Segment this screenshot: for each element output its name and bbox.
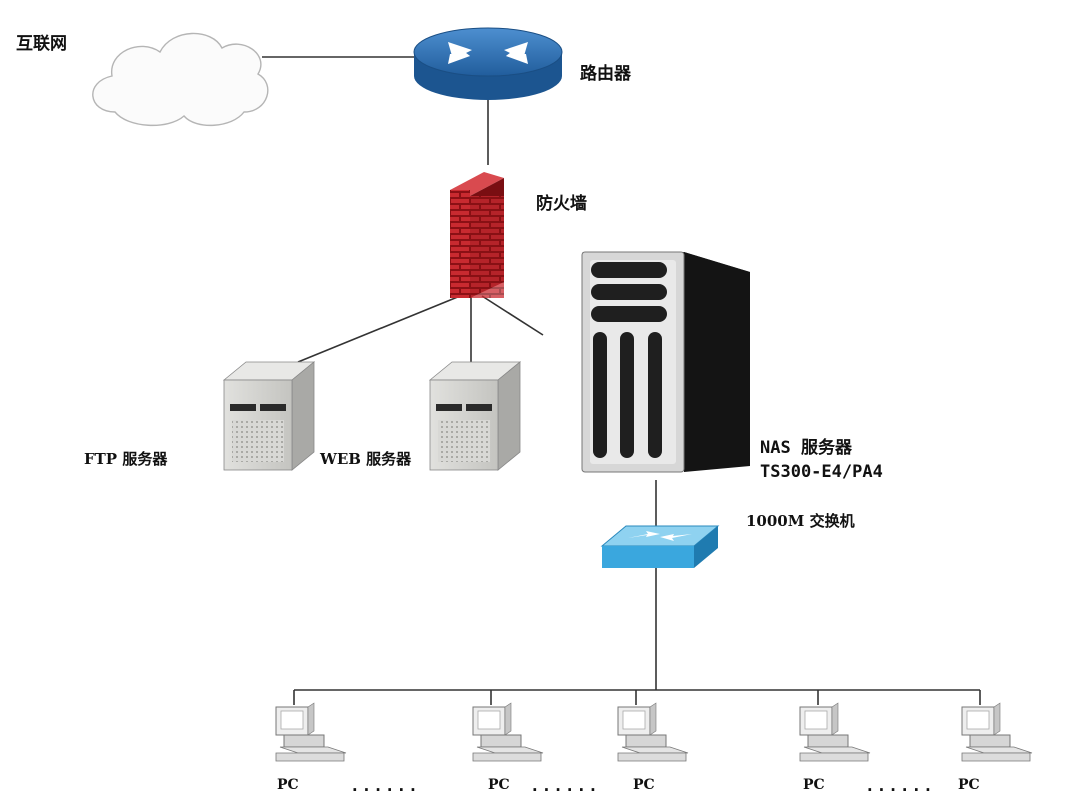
pc-icon [799, 702, 871, 762]
server-icon [428, 361, 522, 471]
ftp-server-label: FTP 服务器 [84, 450, 168, 468]
pc-icon [617, 702, 689, 762]
pc-label-5: PC [958, 777, 980, 793]
pc-icon [472, 702, 544, 762]
switch-icon [600, 525, 720, 568]
nas-model-label: TS300-E4/PA4 [760, 462, 883, 482]
link-firewall-ftp [297, 293, 466, 363]
firewall-label: 防火墙 [536, 194, 587, 214]
firewall-icon [450, 172, 504, 298]
ellipsis-1: ...... [350, 776, 420, 795]
router-icon [413, 27, 563, 100]
ellipsis-2: ...... [530, 776, 600, 795]
nas-tower-icon [581, 251, 750, 473]
router-label: 路由器 [580, 64, 631, 84]
connection-lines [262, 56, 981, 705]
server-icon [222, 361, 316, 471]
pc-label-1: PC [277, 777, 299, 793]
pc-icon [275, 702, 347, 762]
pc-icon [961, 702, 1033, 762]
nas-server-label: NAS 服务器 [760, 438, 852, 458]
switch-label: 1000M 交换机 [746, 512, 855, 530]
pc-label-4: PC [803, 777, 825, 793]
pc-label-2: PC [488, 777, 510, 793]
pc-label-3: PC [633, 777, 655, 793]
cloud-icon [92, 32, 269, 127]
ellipsis-3: ...... [865, 776, 935, 795]
web-server-label: WEB 服务器 [320, 450, 412, 468]
internet-label: 互联网 [16, 34, 67, 54]
link-firewall-nas [481, 295, 544, 336]
